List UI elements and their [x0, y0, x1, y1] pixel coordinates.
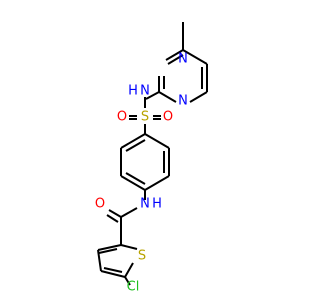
bond	[182, 49, 208, 65]
bond	[158, 91, 177, 103]
bond	[167, 54, 184, 65]
atom-h-amide: H	[152, 197, 162, 212]
bond	[120, 207, 138, 218]
bond	[97, 249, 102, 272]
thiophene-ring	[97, 244, 138, 286]
bond	[144, 133, 170, 149]
atom-o-carbonyl: O	[95, 197, 105, 212]
sulfonamide-group	[129, 97, 161, 134]
benzene-ring	[120, 133, 170, 200]
bond	[106, 214, 119, 223]
bond	[103, 267, 123, 273]
bond	[124, 276, 131, 286]
atom-o-sulfonyl-left: O	[117, 110, 127, 125]
atom-s-thiophene: S	[138, 249, 146, 264]
atom-h-sulfonamide: H	[128, 84, 138, 99]
bond	[120, 175, 146, 191]
atom-cl: Cl	[127, 280, 140, 295]
atom-n-ring-1: N	[178, 52, 188, 67]
atom-s-sulfonyl: S	[141, 110, 149, 125]
bond	[145, 91, 160, 100]
molecule-structure: N N N H O S O N H O S Cl	[95, 22, 208, 295]
amide-group	[106, 207, 138, 245]
pyrimidine-ring	[145, 22, 208, 103]
bond	[97, 244, 122, 251]
atom-n-amide: N	[140, 197, 150, 212]
bond	[144, 175, 170, 191]
bond	[125, 172, 146, 185]
bond	[120, 244, 138, 250]
bond	[189, 91, 208, 103]
molecule-canvas: N N N H O S O N H O S Cl	[95, 22, 208, 295]
atom-n-sulfonamide: N	[140, 84, 150, 99]
bond	[108, 209, 122, 218]
bond	[120, 133, 146, 149]
bond	[100, 270, 126, 278]
atom-o-sulfonyl-right: O	[163, 110, 173, 125]
bond	[98, 248, 118, 254]
bond	[165, 49, 184, 61]
atom-n-ring-2: N	[178, 94, 188, 109]
bond	[125, 139, 146, 152]
bond	[124, 262, 134, 278]
